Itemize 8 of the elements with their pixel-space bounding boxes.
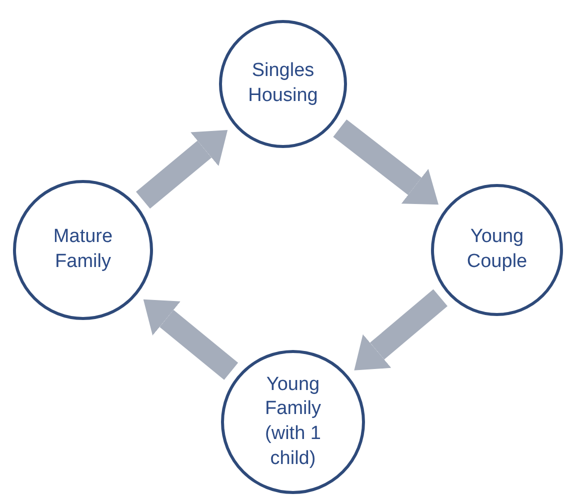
stage-label: Singles Housing <box>247 59 319 108</box>
block-arrow <box>333 119 439 205</box>
stage-label: Mature Family <box>52 225 114 274</box>
block-arrow <box>143 299 238 380</box>
stage-label: Young Couple <box>466 225 528 274</box>
block-arrow <box>354 289 448 370</box>
stage-label: Young Family (with 1 child) <box>264 372 322 471</box>
block-arrow <box>136 130 228 209</box>
